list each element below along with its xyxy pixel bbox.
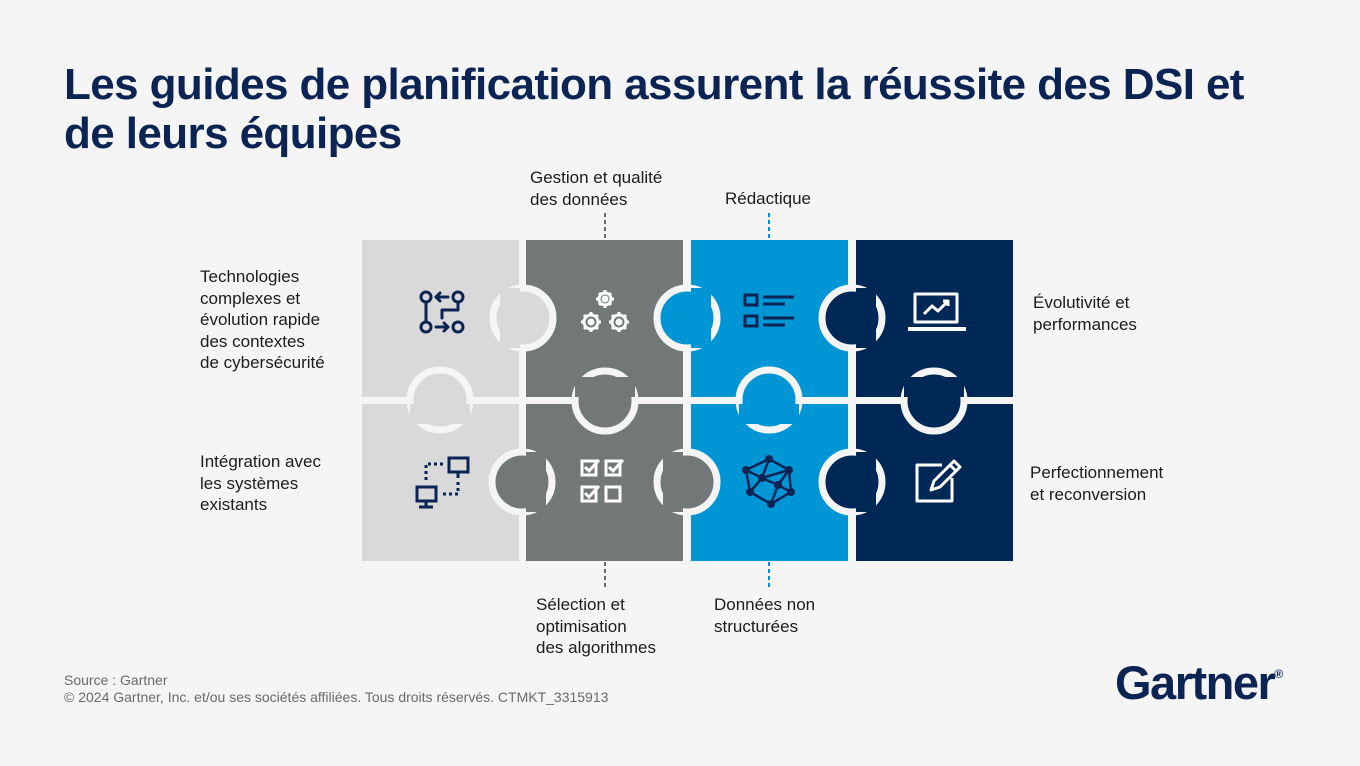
label-data-quality: Gestion et qualité des données — [530, 168, 663, 209]
page-title: Les guides de planification assurent la … — [64, 60, 1244, 158]
logo-text: Gartner — [1115, 656, 1276, 709]
workflow-arrows-icon — [419, 290, 465, 334]
checklist-document-icon — [743, 293, 794, 328]
network-computers-icon — [415, 456, 470, 509]
label-algorithms: Sélection et optimisation des algorithme… — [536, 595, 657, 657]
neural-network-icon — [742, 455, 795, 508]
gartner-logo: Gartner® — [1115, 655, 1283, 710]
footer-copyright: © 2024 Gartner, Inc. et/ou ses sociétés … — [64, 689, 609, 705]
label-reskilling: Perfectionnement et reconversion — [1030, 463, 1164, 504]
laptop-chart-icon — [908, 292, 966, 331]
footer-source: Source : Gartner — [64, 672, 168, 688]
checkboxes-icon — [580, 458, 625, 503]
label-scalability: Évolutivité et performances — [1033, 293, 1137, 334]
label-tech-cyber: Technologies complexes et évolution rapi… — [200, 267, 325, 372]
label-unstructured: Données non structurées — [714, 595, 816, 636]
edit-pen-icon — [915, 459, 962, 503]
registered-mark: ® — [1274, 667, 1284, 682]
label-integration: Intégration avec les systèmes existants — [200, 452, 321, 514]
gears-icon — [581, 290, 629, 332]
label-redactique: Rédactique — [725, 189, 812, 208]
